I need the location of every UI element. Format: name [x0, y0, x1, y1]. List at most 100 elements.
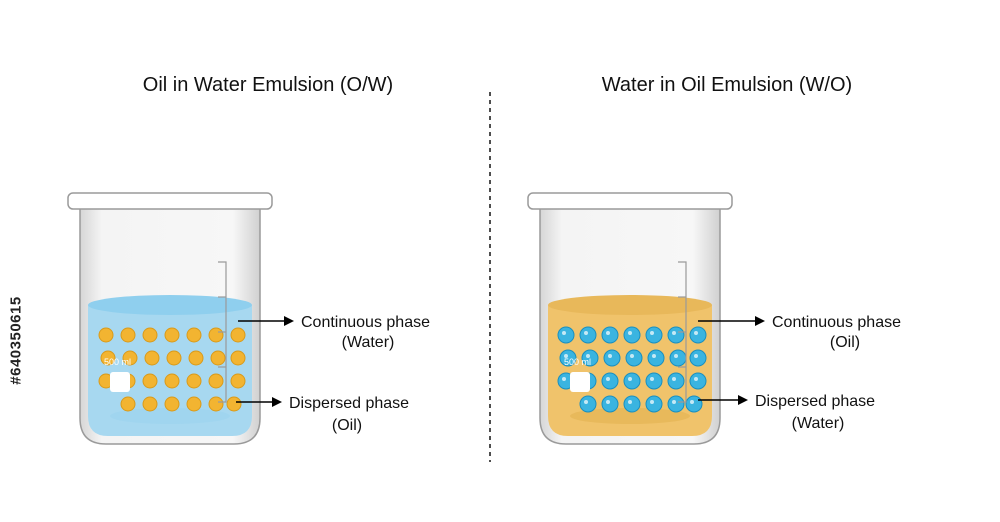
droplet — [164, 327, 180, 343]
droplet — [689, 326, 707, 344]
graduation-scale — [678, 261, 687, 403]
droplet — [623, 372, 641, 390]
label-patch — [570, 372, 590, 392]
droplet — [685, 395, 703, 413]
droplet — [559, 349, 577, 367]
beaker-wo: 500 ml — [527, 192, 733, 445]
droplet — [120, 396, 136, 412]
droplet — [226, 396, 242, 412]
droplet — [142, 327, 158, 343]
droplet — [122, 350, 138, 366]
droplet-highlight — [628, 331, 632, 335]
droplet-highlight — [630, 354, 634, 358]
beaker-rim — [527, 192, 733, 210]
droplet — [623, 395, 641, 413]
liquid-surface — [548, 295, 712, 315]
droplet-highlight — [694, 331, 698, 335]
droplet — [208, 327, 224, 343]
droplet — [601, 372, 619, 390]
droplet — [669, 349, 687, 367]
dispersed-sub-ow: (Oil) — [332, 417, 362, 434]
droplet-highlight — [650, 377, 654, 381]
droplet — [689, 372, 707, 390]
droplet — [601, 326, 619, 344]
droplet — [603, 349, 621, 367]
droplet-highlight — [606, 331, 610, 335]
droplet — [210, 350, 226, 366]
panel-title-ow: Oil in Water Emulsion (O/W) — [143, 74, 393, 96]
droplet — [230, 350, 246, 366]
droplet-highlight — [606, 400, 610, 404]
continuous-sub-ow: (Water) — [342, 334, 395, 351]
dispersed-label-ow: Dispersed phase — [289, 395, 409, 412]
droplet — [623, 326, 641, 344]
droplet-highlight — [672, 400, 676, 404]
droplet-highlight — [674, 354, 678, 358]
droplet — [144, 350, 160, 366]
droplet-highlight — [690, 400, 694, 404]
droplet — [645, 395, 663, 413]
droplet — [188, 350, 204, 366]
droplet — [186, 327, 202, 343]
droplet — [645, 326, 663, 344]
droplet — [647, 349, 665, 367]
droplet — [186, 396, 202, 412]
droplet-highlight — [584, 331, 588, 335]
droplet — [667, 326, 685, 344]
stock-id-text: #640350615 — [7, 296, 25, 385]
droplet-highlight — [652, 354, 656, 358]
droplet-highlight — [672, 377, 676, 381]
continuous-label-ow: Continuous phase — [301, 314, 430, 331]
volume-label: 500 ml — [104, 357, 131, 367]
droplet — [208, 373, 224, 389]
droplet-highlight — [606, 377, 610, 381]
droplet — [579, 395, 597, 413]
droplet-highlight — [562, 331, 566, 335]
droplet — [98, 327, 114, 343]
droplet — [186, 373, 202, 389]
droplet — [166, 350, 182, 366]
droplet — [208, 396, 224, 412]
droplet — [601, 395, 619, 413]
droplet-highlight — [694, 354, 698, 358]
droplet — [667, 372, 685, 390]
droplet — [230, 327, 246, 343]
label-patch — [110, 372, 130, 392]
droplet-highlight — [672, 331, 676, 335]
droplet — [689, 349, 707, 367]
droplet — [164, 373, 180, 389]
droplet — [230, 373, 246, 389]
droplet — [645, 372, 663, 390]
droplet-highlight — [650, 331, 654, 335]
continuous-label-wo: Continuous phase — [772, 314, 901, 331]
droplet — [164, 396, 180, 412]
droplet — [557, 326, 575, 344]
droplet — [142, 373, 158, 389]
liquid-bottom — [110, 408, 230, 424]
dispersed-sub-wo: (Water) — [792, 415, 845, 432]
droplet-highlight — [628, 400, 632, 404]
beaker-rim — [67, 192, 273, 210]
droplet-highlight — [584, 400, 588, 404]
graduation-scale — [218, 261, 227, 403]
liquid-bottom — [570, 408, 690, 424]
liquid-surface — [88, 295, 252, 315]
panel-title-wo: Water in Oil Emulsion (W/O) — [602, 74, 852, 96]
droplet-highlight — [586, 354, 590, 358]
droplet-highlight — [628, 377, 632, 381]
droplet — [581, 349, 599, 367]
dispersed-label-wo: Dispersed phase — [755, 393, 875, 410]
droplet — [100, 350, 116, 366]
droplet-group — [98, 327, 246, 412]
droplet-highlight — [564, 354, 568, 358]
droplet — [120, 327, 136, 343]
droplet-highlight — [608, 354, 612, 358]
droplet — [625, 349, 643, 367]
droplet — [579, 326, 597, 344]
stock-id-watermark: #640350615 — [6, 262, 26, 422]
droplet — [142, 396, 158, 412]
droplet — [667, 395, 685, 413]
droplet-highlight — [650, 400, 654, 404]
volume-label: 500 ml — [564, 357, 591, 367]
